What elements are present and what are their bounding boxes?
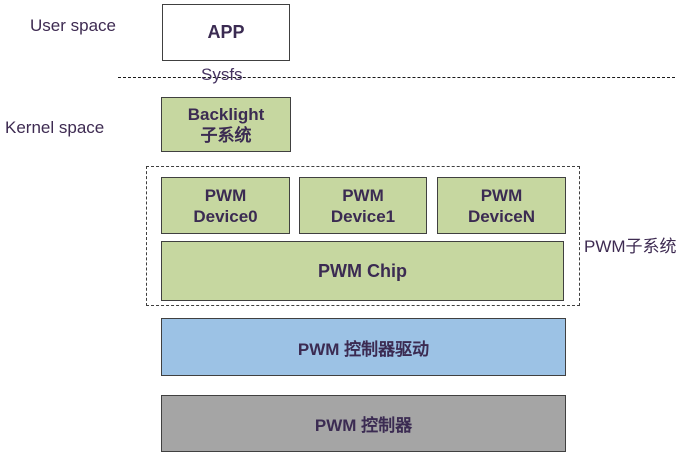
pwm-device0-line1: PWM <box>204 185 247 205</box>
pwm-subsystem-container <box>146 166 580 306</box>
pwm-controller-box: PWM 控制器 <box>161 395 566 452</box>
pwm-deviceN-box: PWM DeviceN <box>437 177 566 234</box>
pwm-controller-driver-box: PWM 控制器驱动 <box>161 318 566 376</box>
pwm-chip-box: PWM Chip <box>161 241 564 301</box>
pwm-subsystem-label: PWM子系统 <box>584 237 677 256</box>
pwm-device1-line1: PWM <box>342 185 384 205</box>
app-box: APP <box>162 4 290 61</box>
sysfs-label: Sysfs <box>201 65 243 84</box>
backlight-box-line1: Backlight <box>187 104 265 124</box>
backlight-subsystem-box: Backlight 子系统 <box>161 97 291 152</box>
sysfs-divider-line <box>118 77 675 78</box>
pwm-deviceN-line2: DeviceN <box>467 206 536 226</box>
pwm-device0-box: PWM Device0 <box>161 177 290 234</box>
pwm-device0-line2: Device0 <box>193 206 258 226</box>
pwm-device1-box: PWM Device1 <box>299 177 427 234</box>
pwm-deviceN-line1: PWM <box>480 185 523 205</box>
backlight-box-line2: 子系统 <box>200 125 252 145</box>
pwm-device1-line2: Device1 <box>330 206 396 226</box>
kernel-space-label: Kernel space <box>5 118 105 137</box>
user-space-label: User space <box>30 16 116 35</box>
